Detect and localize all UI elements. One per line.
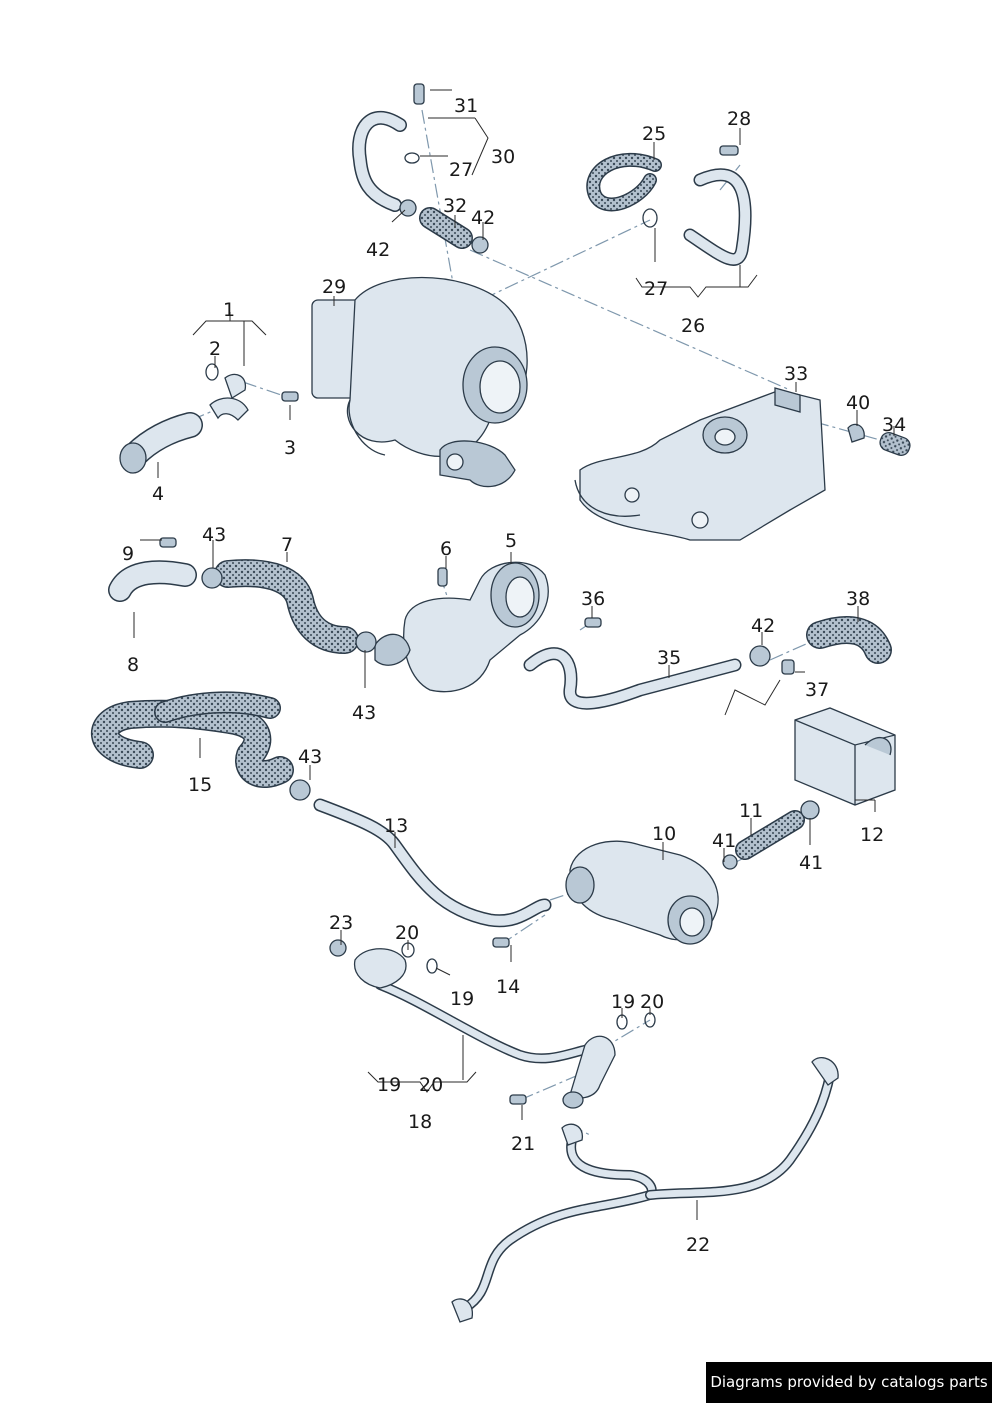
label-20: 20 xyxy=(395,922,419,944)
label-14: 14 xyxy=(496,976,520,998)
label-42: 42 xyxy=(471,207,495,229)
label-27: 27 xyxy=(449,159,473,181)
label-35: 35 xyxy=(657,647,681,669)
label-25: 25 xyxy=(642,123,666,145)
leader-lines xyxy=(133,89,895,1220)
label-31: 31 xyxy=(454,95,478,117)
label-43: 43 xyxy=(202,524,226,546)
label-19: 19 xyxy=(611,991,635,1013)
label-43: 43 xyxy=(352,702,376,724)
label-20: 20 xyxy=(419,1074,443,1096)
label-4: 4 xyxy=(152,483,164,505)
hoses xyxy=(91,111,892,1313)
label-8: 8 xyxy=(127,654,139,676)
label-42: 42 xyxy=(366,239,390,261)
credit-banner: Diagrams provided by catalogs parts xyxy=(706,1362,992,1403)
coolant-pump-10 xyxy=(565,840,719,945)
label-20: 20 xyxy=(640,991,664,1013)
label-26: 26 xyxy=(681,315,705,337)
label-19: 19 xyxy=(377,1074,401,1096)
label-37: 37 xyxy=(805,679,829,701)
label-22: 22 xyxy=(686,1234,710,1256)
label-23: 23 xyxy=(329,912,353,934)
label-43: 43 xyxy=(298,746,322,768)
label-27: 27 xyxy=(644,278,668,300)
label-40: 40 xyxy=(846,392,870,414)
label-32: 32 xyxy=(443,195,467,217)
label-34: 34 xyxy=(882,414,906,436)
label-18: 18 xyxy=(408,1111,432,1133)
label-41: 41 xyxy=(712,830,736,852)
label-12: 12 xyxy=(860,824,884,846)
label-36: 36 xyxy=(581,588,605,610)
label-3: 3 xyxy=(284,437,296,459)
label-28: 28 xyxy=(727,108,751,130)
label-10: 10 xyxy=(652,823,676,845)
label-29: 29 xyxy=(322,276,346,298)
label-5: 5 xyxy=(505,530,517,552)
label-1: 1 xyxy=(223,299,235,321)
turbocharger-29 xyxy=(311,276,528,488)
egr-valve-5 xyxy=(374,561,549,693)
label-15: 15 xyxy=(188,774,212,796)
label-30: 30 xyxy=(491,146,515,168)
label-7: 7 xyxy=(281,534,293,556)
label-11: 11 xyxy=(739,800,763,822)
label-9: 9 xyxy=(122,543,134,565)
label-19: 19 xyxy=(450,988,474,1010)
label-41: 41 xyxy=(799,852,823,874)
label-6: 6 xyxy=(440,538,452,560)
label-33: 33 xyxy=(784,363,808,385)
label-13: 13 xyxy=(384,815,408,837)
callout-numbers: 31 30 27 32 42 42 25 28 27 26 29 1 2 3 4… xyxy=(122,95,906,1256)
egr-cooler-33 xyxy=(574,387,826,541)
oil-cooler-12 xyxy=(794,707,896,806)
label-38: 38 xyxy=(846,588,870,610)
label-42: 42 xyxy=(751,615,775,637)
label-2: 2 xyxy=(209,338,221,360)
label-21: 21 xyxy=(511,1133,535,1155)
